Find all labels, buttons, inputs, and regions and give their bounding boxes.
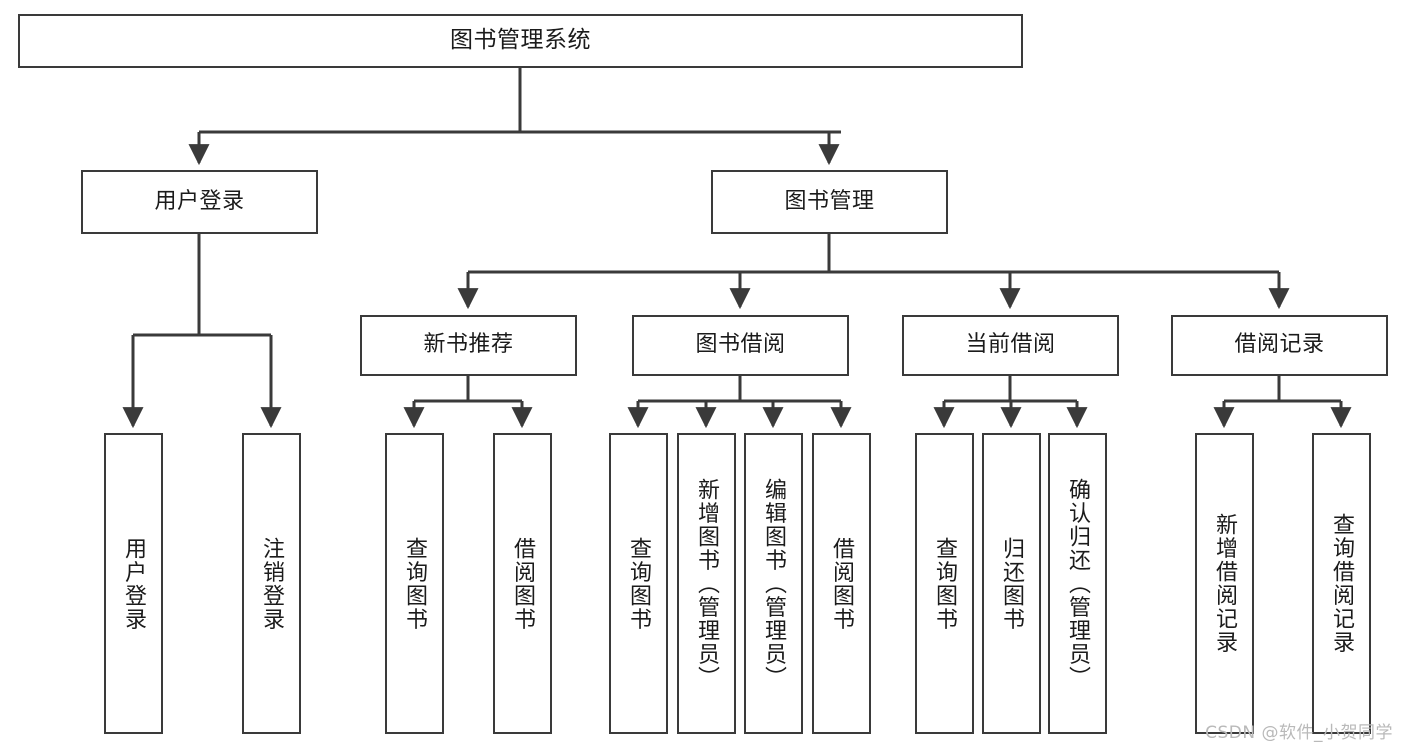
node-leaf-edit-book[interactable]: 编辑图书（管理员） <box>744 433 803 734</box>
node-leaf-query-book-1-label: 查询图书 <box>402 536 428 631</box>
node-leaf-query-book-2[interactable]: 查询图书 <box>609 433 668 734</box>
node-new-book-recommend-label: 新书推荐 <box>423 332 514 358</box>
node-leaf-return-book[interactable]: 归还图书 <box>982 433 1041 734</box>
node-leaf-confirm-return[interactable]: 确认归还（管理员） <box>1048 433 1107 734</box>
node-leaf-query-record-label: 查询借阅记录 <box>1329 513 1355 654</box>
node-root[interactable]: 图书管理系统 <box>18 14 1023 68</box>
node-leaf-query-book-3[interactable]: 查询图书 <box>915 433 974 734</box>
node-leaf-logout-login[interactable]: 注销登录 <box>242 433 301 734</box>
node-book-management[interactable]: 图书管理 <box>711 170 948 234</box>
node-borrow-record-label: 借阅记录 <box>1234 332 1325 358</box>
node-leaf-borrow-book-1-label: 借阅图书 <box>510 536 536 631</box>
node-leaf-user-login-label: 用户登录 <box>121 536 147 631</box>
node-leaf-add-record[interactable]: 新增借阅记录 <box>1195 433 1254 734</box>
node-leaf-query-book-3-label: 查询图书 <box>932 536 958 631</box>
node-leaf-add-book[interactable]: 新增图书（管理员） <box>677 433 736 734</box>
node-leaf-edit-book-label: 编辑图书（管理员） <box>761 477 787 690</box>
node-book-management-label: 图书管理 <box>784 188 875 214</box>
node-leaf-query-record[interactable]: 查询借阅记录 <box>1312 433 1371 734</box>
node-user-login[interactable]: 用户登录 <box>81 170 318 234</box>
node-book-borrow[interactable]: 图书借阅 <box>632 315 849 376</box>
node-root-label: 图书管理系统 <box>450 27 591 54</box>
node-current-borrow[interactable]: 当前借阅 <box>902 315 1119 376</box>
node-leaf-logout-login-label: 注销登录 <box>259 536 285 631</box>
node-user-login-label: 用户登录 <box>154 188 245 214</box>
node-leaf-borrow-book-1[interactable]: 借阅图书 <box>493 433 552 734</box>
node-leaf-add-book-label: 新增图书（管理员） <box>694 477 720 690</box>
node-leaf-borrow-book-2-label: 借阅图书 <box>829 536 855 631</box>
node-leaf-add-record-label: 新增借阅记录 <box>1212 513 1238 654</box>
node-leaf-query-book-1[interactable]: 查询图书 <box>385 433 444 734</box>
node-book-borrow-label: 图书借阅 <box>695 332 786 358</box>
node-leaf-borrow-book-2[interactable]: 借阅图书 <box>812 433 871 734</box>
node-new-book-recommend[interactable]: 新书推荐 <box>360 315 577 376</box>
node-borrow-record[interactable]: 借阅记录 <box>1171 315 1388 376</box>
node-leaf-confirm-return-label: 确认归还（管理员） <box>1065 477 1091 690</box>
node-leaf-return-book-label: 归还图书 <box>999 536 1025 631</box>
node-current-borrow-label: 当前借阅 <box>965 332 1056 358</box>
watermark: CSDN @软件_小贺同学 <box>1205 723 1393 743</box>
node-leaf-query-book-2-label: 查询图书 <box>626 536 652 631</box>
node-leaf-user-login[interactable]: 用户登录 <box>104 433 163 734</box>
